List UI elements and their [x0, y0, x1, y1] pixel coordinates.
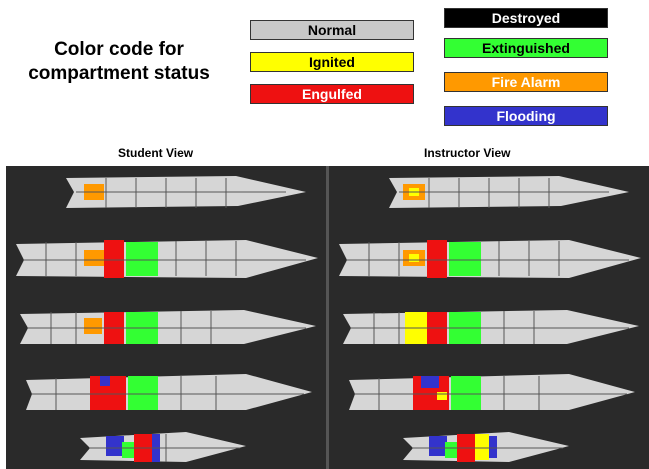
legend-extinguished: Extinguished: [444, 38, 608, 58]
instructor-deck-2: [339, 240, 641, 278]
legend-normal: Normal: [250, 20, 414, 40]
legend-engulfed: Engulfed: [250, 84, 414, 104]
student-view-label: Student View: [118, 146, 194, 160]
legend-title-line1: Color code for: [54, 39, 184, 60]
instructor-view-label: Instructor View: [424, 146, 511, 160]
student-deck-5: [80, 432, 246, 462]
student-deck-3: [20, 310, 316, 344]
student-deck-1: [66, 176, 306, 208]
instructor-view-panel: [329, 166, 649, 469]
legend-flooding: Flooding: [444, 106, 608, 126]
student-deck-4: [26, 374, 312, 410]
legend-destroyed: Destroyed: [444, 8, 608, 28]
student-view-panel: [6, 166, 326, 469]
legend-title-line2: compartment status: [28, 63, 210, 84]
panel-divider: [326, 166, 330, 469]
student-ship-decks: [16, 176, 318, 462]
legend-title: Color code for compartment status: [14, 38, 224, 86]
instructor-deck-1: [389, 176, 629, 208]
legend-fire-alarm: Fire Alarm: [444, 72, 608, 92]
legend-ignited: Ignited: [250, 52, 414, 72]
instructor-deck-4: [349, 374, 635, 410]
student-deck-2: [16, 240, 318, 278]
instructor-ship-decks: [339, 176, 641, 462]
instructor-deck-5: [403, 432, 569, 462]
instructor-deck-3: [343, 310, 639, 344]
